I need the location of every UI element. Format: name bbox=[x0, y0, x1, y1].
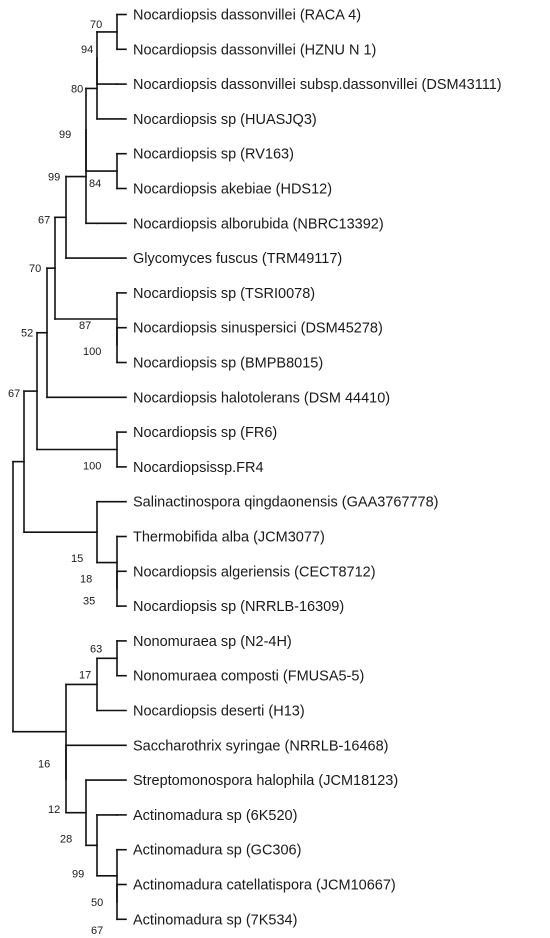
bootstrap-value: 87 bbox=[79, 320, 91, 332]
bootstrap-value: 35 bbox=[83, 596, 95, 608]
bootstrap-value: 67 bbox=[38, 214, 50, 226]
leaf-label: Nocardiopsis sp (BMPB8015) bbox=[133, 356, 323, 372]
bootstrap-value: 15 bbox=[71, 553, 83, 565]
bootstrap-value: 99 bbox=[59, 129, 71, 141]
bootstrap-value: 52 bbox=[21, 328, 33, 340]
leaf-label: Nocardiopsis sinuspersici (DSM45278) bbox=[133, 321, 383, 337]
leaf-label: Actinomadura sp (GC306) bbox=[133, 843, 301, 859]
leaf-label: Nocardiopsis sp (TSRI0078) bbox=[133, 286, 315, 302]
leaf-label: Saccharothrix syringae (NRRLB-16468) bbox=[133, 738, 388, 754]
leaf-label: Nocardiopsis sp (FR6) bbox=[133, 425, 277, 441]
bootstrap-labels: 70 94 80 99 84 99 67 70 87 100 52 100 67 15 18 35 63 17 16… bbox=[8, 19, 103, 937]
bootstrap-value: 67 bbox=[91, 925, 103, 937]
leaf-label: Salinactinospora qingdaonensis (GAA37677… bbox=[133, 495, 439, 511]
bootstrap-value: 70 bbox=[90, 19, 102, 31]
leaf-label: Nocardiopsis sp (HUASJQ3) bbox=[133, 112, 317, 128]
bootstrap-value: 99 bbox=[72, 868, 84, 880]
bootstrap-value: 18 bbox=[80, 574, 92, 586]
bootstrap-value: 16 bbox=[38, 759, 50, 771]
leaf-label: Nocardiopsis dassonvillei (RACA 4) bbox=[133, 8, 361, 24]
bootstrap-value: 80 bbox=[71, 83, 83, 95]
leaf-label: Nocardiopsis dassonvillei subsp.dassonvi… bbox=[133, 77, 502, 93]
leaf-label: Nocardiopsis sp (NRRLB-16309) bbox=[133, 599, 344, 615]
leaf-label: Nonomuraea composti (FMUSA5-5) bbox=[133, 669, 364, 685]
bootstrap-value: 70 bbox=[29, 263, 41, 275]
bootstrap-value: 100 bbox=[83, 346, 101, 358]
leaf-label: Nocardiopsis algeriensis (CECT8712) bbox=[133, 564, 376, 580]
bootstrap-value: 28 bbox=[60, 834, 72, 846]
leaf-label: Nocardiopsis deserti (H13) bbox=[133, 704, 305, 720]
tree-branches bbox=[12, 13, 127, 921]
leaf-label: Thermobifida alba (JCM3077) bbox=[133, 530, 325, 546]
bootstrap-value: 12 bbox=[48, 804, 60, 816]
leaf-label: Glycomyces fuscus (TRM49117) bbox=[133, 251, 342, 267]
leaf-label: Nocardiopsis alborubida (NBRC13392) bbox=[133, 216, 384, 232]
leaf-label: Actinomadura sp (6K520) bbox=[133, 808, 297, 824]
leaf-label: Nocardiopsissp.FR4 bbox=[133, 460, 264, 476]
leaf-label: Nocardiopsis dassonvillei (HZNU N 1) bbox=[133, 42, 376, 58]
leaf-label: Streptomonospora halophila (JCM18123) bbox=[133, 773, 398, 789]
bootstrap-value: 63 bbox=[90, 643, 102, 655]
leaf-label: Nocardiopsis akebiae (HDS12) bbox=[133, 182, 332, 198]
leaf-label: Actinomadura sp (7K534) bbox=[133, 912, 297, 928]
bootstrap-value: 94 bbox=[81, 44, 93, 56]
bootstrap-value: 100 bbox=[83, 461, 101, 473]
bootstrap-value: 17 bbox=[79, 669, 91, 681]
bootstrap-value: 84 bbox=[89, 178, 101, 190]
leaf-label: Nonomuraea sp (N2-4H) bbox=[133, 634, 292, 650]
leaf-label: Nocardiopsis sp (RV163) bbox=[133, 147, 294, 163]
leaf-labels: Nocardiopsis dassonvillei (RACA 4) Nocard… bbox=[133, 8, 502, 929]
bootstrap-value: 99 bbox=[48, 172, 60, 184]
leaf-label: Actinomadura catellatispora (JCM10667) bbox=[133, 878, 396, 894]
bootstrap-value: 50 bbox=[91, 897, 103, 909]
bootstrap-value: 67 bbox=[8, 388, 20, 400]
leaf-label: Nocardiopsis halotolerans (DSM 44410) bbox=[133, 390, 390, 406]
